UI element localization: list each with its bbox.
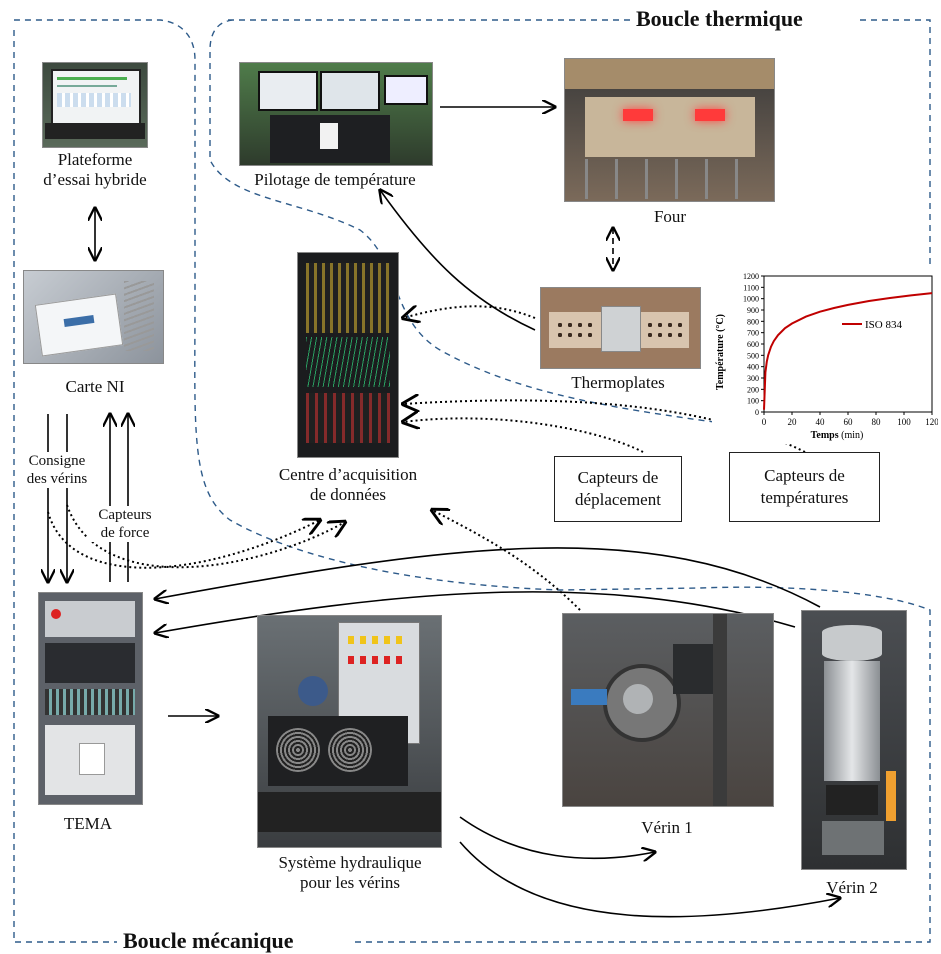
x-axis-label: Temps (min) [811,430,864,441]
x-axis-label-unit: (min) [841,430,863,441]
y-tick-label: 1200 [743,272,759,281]
x-axis-label-text: Temps [811,430,839,441]
tema-photo [38,592,143,805]
x-tick-label: 80 [872,417,882,427]
y-tick-label: 400 [747,363,759,372]
displacement-sensors-line1: Capteurs de [577,468,659,487]
platform-label-line2: d’essai hybride [43,170,147,189]
acquisition-label-line2: de données [309,485,386,504]
arrow-hydro-verin2 [459,841,840,918]
dotted-verin1-acq [432,510,581,611]
y-tick-label: 300 [747,374,759,383]
verin1-label: Vérin 1 [641,818,693,837]
four-label: Four [653,207,687,226]
thermoplates-photo [540,287,701,369]
y-axis-label: Température (°C) [715,314,726,390]
legend-label-iso834: ISO 834 [865,319,902,331]
hydraulic-photo [257,615,442,848]
y-tick-label: 100 [747,397,759,406]
displacement-sensors-box: Capteurs de déplacement [554,456,682,522]
arrow-thermo-pilot [380,190,536,331]
y-tick-label: 500 [747,351,759,360]
dotted-thermo-acq [403,306,536,318]
dotted-dep-acq [403,418,644,453]
mechanical-loop-boundary [13,19,931,943]
x-tick-label: 100 [897,417,911,427]
acquisition-label-line1: Centre d’acquisition [278,465,418,484]
temperature-sensors-box: Capteurs de températures [729,452,880,522]
pilot-label: Pilotage de température [254,170,416,189]
y-tick-label: 700 [747,329,759,338]
pilot-photo [239,62,433,166]
tema-label: TEMA [63,814,113,833]
four-photo [564,58,775,202]
dotted-ni-acq-2 [66,504,345,569]
arrow-verin1-tema [155,591,796,633]
verin2-photo [801,610,907,870]
x-tick-label: 0 [762,417,767,427]
force-label-line1: Capteurs [98,507,152,523]
y-tick-label: 1000 [743,295,759,304]
dotted-ni-acq-1 [47,511,320,569]
hydraulic-label-line1: Système hydraulique [278,853,422,872]
hydraulic-label: Système hydraulique pour les vérins [245,853,455,893]
y-tick-label: 600 [747,340,759,349]
platform-label-line1: Plateforme [57,150,133,169]
temperature-sensors-line2: températures [760,488,849,507]
temperature-sensors-line1: Capteurs de [764,466,845,485]
verin1-photo [562,613,774,807]
x-tick-label: 20 [788,417,798,427]
consigne-label-line2: des vérins [26,471,88,487]
y-tick-label: 800 [747,317,759,326]
y-tick-label: 1100 [743,283,759,292]
y-tick-label: 900 [747,306,759,315]
arrow-verin2-tema [155,547,821,608]
series-line-iso834 [763,292,933,410]
y-tick-label: 0 [755,408,759,417]
consigne-label-line1: Consigne [28,453,86,469]
force-label-line2: de force [100,525,150,541]
acquisition-photo [297,252,399,458]
y-tick-label: 200 [747,385,759,394]
thermal-loop-title: Boucle thermique [630,6,809,32]
displacement-sensors-line2: déplacement [575,490,661,509]
consigne-label: Consigne des vérins [16,452,98,488]
x-tick-label: 120 [925,417,938,427]
chart-legend: ISO 834 [842,319,902,331]
ni-card-photo [23,270,164,364]
ni-label: Carte NI [65,377,125,396]
hydraulic-label-line2: pour les vérins [299,873,401,892]
x-tick-label: 60 [844,417,854,427]
arrow-hydro-verin1 [459,816,655,858]
acquisition-label: Centre d’acquisition de données [238,465,458,505]
x-tick-label: 40 [816,417,826,427]
mechanical-loop-title: Boucle mécanique [117,928,300,954]
platform-label: Plateforme d’essai hybride [26,150,164,190]
verin2-label: Vérin 2 [826,878,878,897]
thermoplates-label: Thermoplates [571,373,665,392]
platform-photo [42,62,148,148]
force-label: Capteurs de force [87,506,163,542]
